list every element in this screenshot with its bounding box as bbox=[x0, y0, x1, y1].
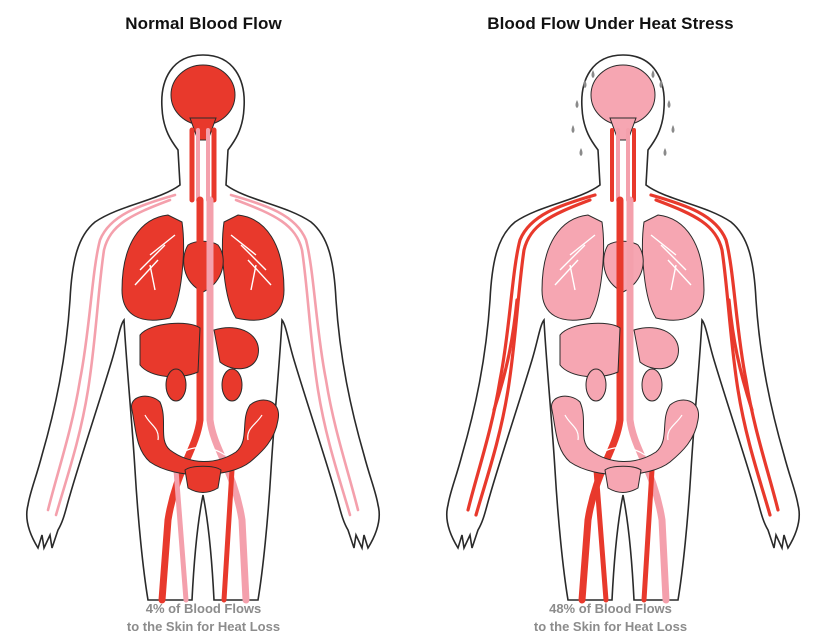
sweat-drop-icon bbox=[668, 100, 671, 108]
brain bbox=[171, 65, 235, 125]
caption-line-1: 4% of Blood Flows bbox=[0, 600, 407, 618]
sweat-drop-icon bbox=[664, 148, 667, 156]
pelvic-organs bbox=[605, 466, 641, 492]
caption-line-2: to the Skin for Heat Loss bbox=[0, 618, 407, 636]
caption-line-2: to the Skin for Heat Loss bbox=[407, 618, 814, 636]
body-figure-heat-stress bbox=[407, 0, 814, 641]
pelvic-organs bbox=[185, 466, 221, 492]
panel-heat-stress-blood-flow: Blood Flow Under Heat Stress bbox=[407, 0, 814, 641]
kidney-right bbox=[642, 369, 662, 401]
kidney-right bbox=[222, 369, 242, 401]
sweat-drop-icon bbox=[572, 125, 575, 133]
caption-line-1: 48% of Blood Flows bbox=[407, 600, 814, 618]
sweat-drop-icon bbox=[576, 100, 579, 108]
sweat-drop-icon bbox=[580, 148, 583, 156]
brain bbox=[591, 65, 655, 125]
kidney-left bbox=[586, 369, 606, 401]
liver bbox=[140, 323, 200, 376]
body-figure-normal bbox=[0, 0, 407, 641]
sweat-drop-icon bbox=[672, 125, 675, 133]
caption-heat-stress: 48% of Blood Flows to the Skin for Heat … bbox=[407, 600, 814, 636]
panel-normal-blood-flow: Normal Blood Flow bbox=[0, 0, 407, 641]
kidney-left bbox=[166, 369, 186, 401]
liver bbox=[560, 323, 620, 376]
caption-normal: 4% of Blood Flows to the Skin for Heat L… bbox=[0, 600, 407, 636]
